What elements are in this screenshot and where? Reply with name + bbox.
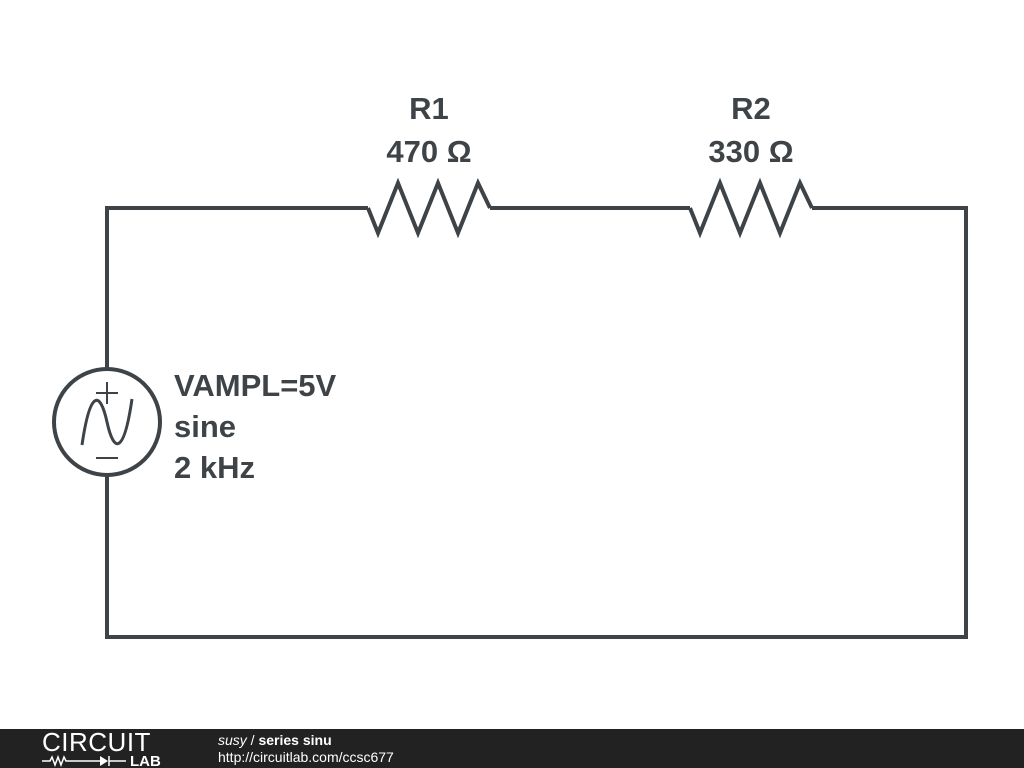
logo-resistor-icon (42, 754, 100, 767)
footer-bar: CIRCUIT LAB susy / series sinu http://ci… (0, 729, 1024, 768)
footer-caption: susy / series sinu http://circuitlab.com… (218, 732, 394, 766)
sine-wave-icon (80, 398, 134, 446)
r2-name-label: R2 (731, 91, 771, 126)
r2-value-label: 330 Ω (708, 134, 793, 169)
wires (105, 206, 968, 639)
r1-name-label: R1 (409, 91, 449, 126)
source-frequency-label: 2 kHz (174, 450, 255, 485)
logo-text-circuit: CIRCUIT (42, 730, 151, 757)
r1-value-label: 470 Ω (386, 134, 471, 169)
source-waveform-label: sine (174, 409, 236, 444)
wire-top-left (105, 206, 368, 370)
logo-diode-icon (100, 756, 108, 766)
ac-voltage-source[interactable] (52, 367, 162, 477)
source-amplitude-label: VAMPL=5V (174, 368, 337, 403)
wire-top-right (105, 206, 968, 639)
author-link[interactable]: susy (218, 732, 247, 748)
circuit-url-link[interactable]: http://circuitlab.com/ccsc677 (218, 749, 394, 765)
logo-text-lab: LAB (130, 753, 161, 767)
separator: / (246, 732, 259, 748)
circuit-title[interactable]: series sinu (258, 732, 332, 748)
circuitlab-logo[interactable]: CIRCUIT LAB (42, 730, 178, 767)
resistor-r2-symbol[interactable] (688, 177, 814, 239)
plus-sign-icon (96, 382, 118, 404)
resistor-r1-symbol[interactable] (366, 177, 492, 239)
source-circle (52, 367, 162, 477)
